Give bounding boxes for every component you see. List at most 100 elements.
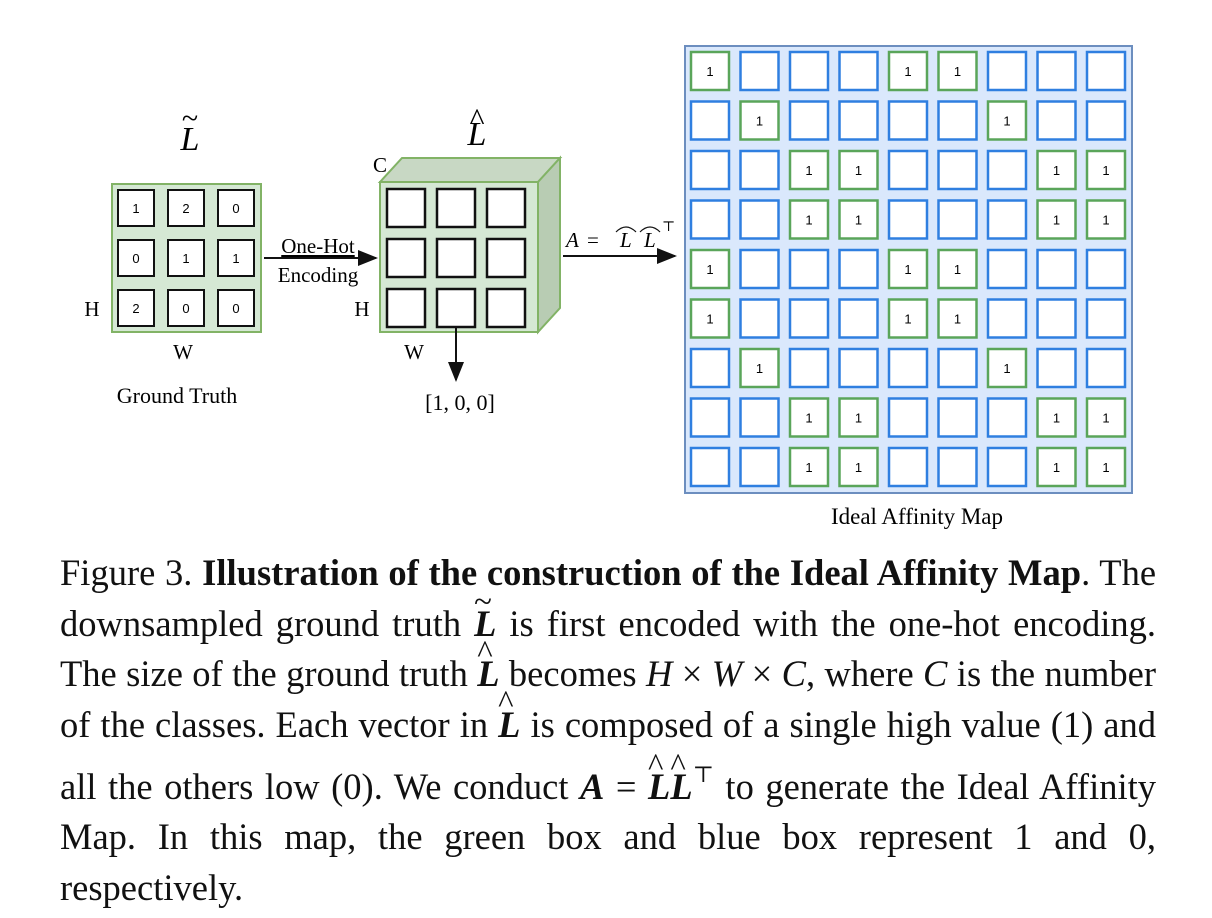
ground-truth-cell (167, 189, 205, 227)
affinity-cell-one (838, 199, 879, 240)
caption-text-3: becomes (499, 653, 647, 694)
caption-times-2: × (751, 653, 773, 694)
figure-caption: Figure 3. Illustration of the constructi… (60, 548, 1156, 913)
affinity-cell-zero (1085, 100, 1127, 141)
affinity-cell-one (838, 397, 879, 438)
affinity-cell-zero (1085, 248, 1127, 290)
caption-figure-number: Figure 3. (60, 552, 193, 593)
affinity-cell-one (1036, 199, 1077, 240)
affinity-cell-zero (788, 298, 830, 339)
caption-text-4: , where (805, 653, 924, 694)
caption-C-2: C (923, 653, 948, 694)
affinity-cell-one (739, 347, 780, 389)
affinity-cell-value: 1 (855, 411, 862, 426)
affinity-cell-one (1085, 149, 1127, 191)
caption-transpose: ⊤ (692, 762, 714, 787)
affinity-cell-value: 1 (904, 312, 911, 327)
caption-L-tilde: L~ (474, 584, 497, 644)
affinity-cell-zero (937, 149, 978, 191)
affinity-cell-one (937, 298, 978, 339)
affinity-cell-zero (1036, 347, 1077, 389)
cube-cell (485, 287, 527, 329)
affinity-cell-zero (1085, 347, 1127, 389)
affinity-cell-zero (937, 100, 978, 141)
ground-truth-cell-value: 0 (182, 301, 189, 316)
affinity-cell-one (838, 149, 879, 191)
affinity-cell-value: 1 (1053, 460, 1060, 475)
affinity-cell-zero (788, 347, 830, 389)
affinity-cell-value: 1 (1053, 163, 1060, 178)
cube-side-face (537, 155, 561, 335)
cube-cell (435, 287, 477, 329)
caption-text-6: is composed of a single high value (1) a… (60, 703, 1156, 807)
affinity-cell-zero (1036, 100, 1077, 141)
caption-L-hat-3: L^ (648, 747, 671, 807)
cube-cell (385, 237, 427, 279)
affinity-cell-zero (986, 149, 1028, 191)
cube-cell (385, 287, 427, 329)
caption-L-hat-2: L^ (498, 685, 521, 745)
affinity-cell-zero (937, 397, 978, 438)
ground-truth-cell (117, 239, 155, 277)
affinity-cell-zero (887, 199, 929, 240)
affinity-cell-zero (739, 50, 780, 92)
affinity-cell-one (1085, 199, 1127, 240)
affinity-cell-one (689, 298, 731, 339)
one-hot-symbol: L (467, 116, 487, 153)
affinity-cell-value: 1 (904, 64, 911, 79)
caption-text-7: to generate the Ideal Affinity Map. In t… (60, 765, 1156, 908)
affinity-cell-value: 1 (1102, 411, 1109, 426)
caption-L-hat-4: L^ (670, 747, 693, 807)
affinity-cell-zero (838, 50, 879, 92)
caption-C-1: C (781, 653, 806, 694)
cube-grid (385, 187, 527, 329)
ground-truth-cell (117, 189, 155, 227)
affinity-cell-zero (739, 298, 780, 339)
affinity-cell-zero (986, 199, 1028, 240)
affinity-cell-zero (986, 50, 1028, 92)
affinity-cell-zero (689, 347, 731, 389)
affinity-cell-one (986, 100, 1028, 141)
affinity-cell-zero (937, 347, 978, 389)
affinity-cell-zero (887, 149, 929, 191)
affinity-cell-zero (838, 347, 879, 389)
affinity-cell-zero (1036, 298, 1077, 339)
affinity-cell-value: 1 (904, 262, 911, 277)
ground-truth-w-label: W (173, 340, 193, 364)
affinity-cell-value: 1 (805, 460, 812, 475)
affinity-cell-one (937, 248, 978, 290)
ground-truth-cell-value: 0 (232, 201, 239, 216)
ground-truth-cell (217, 239, 255, 277)
affinity-cell-zero (1036, 50, 1077, 92)
cube-cell (485, 187, 527, 229)
one-hot-label-1: One-Hot (281, 234, 355, 258)
affinity-cell-value: 1 (1102, 163, 1109, 178)
affinity-arrow-transpose: ⊤ (662, 220, 675, 235)
affinity-cell-value: 1 (954, 64, 961, 79)
affinity-cell-zero (887, 446, 929, 488)
affinity-cell-zero (887, 100, 929, 141)
ground-truth-cell-value: 1 (132, 201, 139, 216)
affinity-cell-zero (937, 446, 978, 488)
affinity-cell-value: 1 (805, 213, 812, 228)
affinity-cell-one (1036, 446, 1077, 488)
affinity-cell-value: 1 (756, 361, 763, 376)
affinity-cell-value: 1 (1102, 213, 1109, 228)
caption-text-1: . The downsampled ground truth (60, 552, 1157, 644)
cube-top-face (377, 157, 563, 183)
affinity-cell-zero (986, 397, 1028, 438)
affinity-cell-zero (689, 199, 731, 240)
vector-label: [1, 0, 0] (425, 390, 495, 415)
cube-cell (435, 237, 477, 279)
affinity-cell-zero (838, 248, 879, 290)
affinity-cell-one (838, 446, 879, 488)
affinity-cell-zero (739, 248, 780, 290)
affinity-cell-zero (788, 248, 830, 290)
affinity-cell-zero (1085, 298, 1127, 339)
affinity-cell-one (1085, 446, 1127, 488)
affinity-cell-value: 1 (1003, 114, 1010, 129)
affinity-arrow-L1: L (619, 228, 632, 252)
